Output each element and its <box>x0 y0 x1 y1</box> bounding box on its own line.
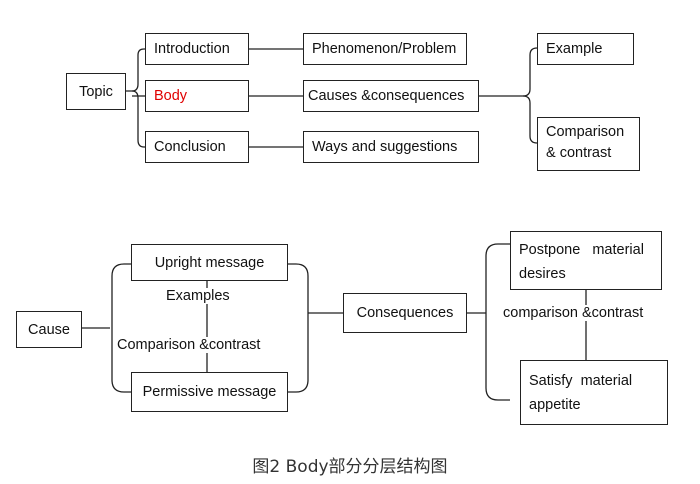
introduction-box: Introduction <box>145 33 249 65</box>
comparison-box: Comparison & contrast <box>537 117 640 171</box>
phenomenon-label: Phenomenon/Problem <box>312 41 457 57</box>
figure-caption: 图2 Body部分分层结构图 <box>252 457 448 477</box>
body-label: Body <box>154 88 188 104</box>
example-label: Example <box>546 41 603 57</box>
example-box: Example <box>537 33 634 65</box>
permissive-box: Permissive message <box>131 372 288 412</box>
upright-label: Upright message <box>154 254 265 271</box>
causes-box: Causes &consequences <box>303 80 479 112</box>
postpone-box: Postpone material desires <box>510 231 662 290</box>
postpone-line2: desires <box>519 266 566 282</box>
body-box: Body <box>145 80 249 112</box>
ways-label: Ways and suggestions <box>312 139 458 155</box>
permissive-label: Permissive message <box>142 384 277 400</box>
consequences-label: Consequences <box>356 305 454 321</box>
phenomenon-box: Phenomenon/Problem <box>303 33 467 65</box>
causes-label: Causes &consequences <box>308 88 465 104</box>
conclusion-box: Conclusion <box>145 131 249 163</box>
ways-box: Ways and suggestions <box>303 131 479 163</box>
topic-box: Topic <box>66 73 126 110</box>
cause-label: Cause <box>28 321 70 338</box>
satisfy-line1: Satisfy material <box>529 373 633 389</box>
upright-box: Upright message <box>131 244 288 281</box>
postpone-line1: Postpone material <box>519 242 644 258</box>
satisfy-box: Satisfy material appetite <box>520 360 668 425</box>
comparison-line1: Comparison <box>546 124 625 140</box>
comparison-contrast-label: Comparison &contrast <box>117 337 261 353</box>
comparison-line2: & contrast <box>546 145 612 161</box>
introduction-label: Introduction <box>154 41 230 57</box>
topic-label: Topic <box>79 83 113 100</box>
conclusion-label: Conclusion <box>154 139 226 155</box>
consequences-box: Consequences <box>343 293 467 333</box>
satisfy-line2: appetite <box>529 397 581 413</box>
comparison-contrast-right-label: comparison &contrast <box>503 305 644 321</box>
examples-label: Examples <box>166 288 230 304</box>
cause-box: Cause <box>16 311 82 348</box>
